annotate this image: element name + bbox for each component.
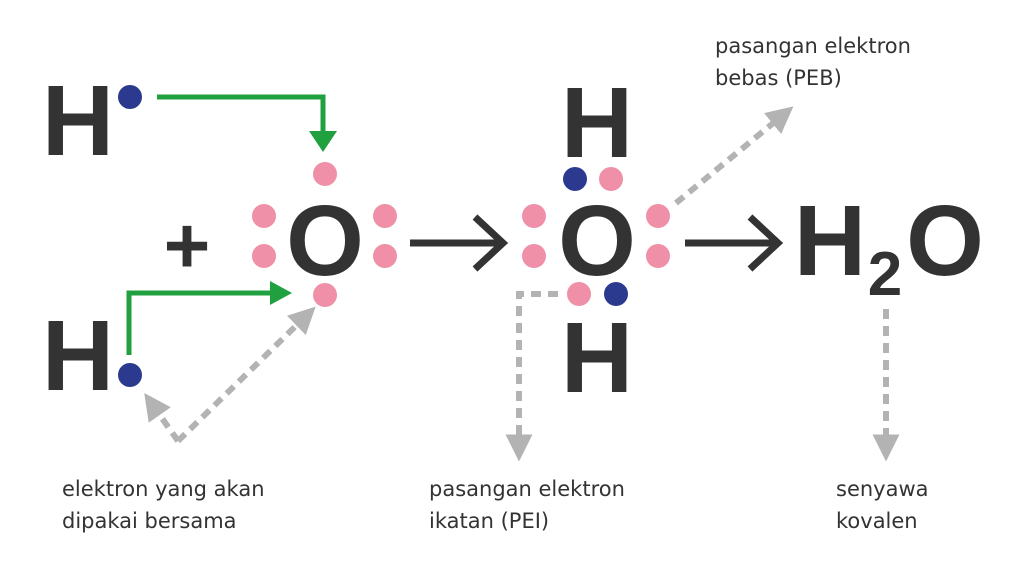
caption-pei: pasangan elektron ikatan (PEI) <box>429 473 625 537</box>
electron-bond-top-blue <box>563 167 587 191</box>
oxygen-atom-left: O <box>286 185 364 297</box>
dashed-arrow-peb <box>674 106 794 206</box>
dashed-arrow-shared-to-o <box>175 306 316 444</box>
hydrogen-atom-top: H <box>42 65 114 177</box>
hydrogen-atom-bottom: H <box>42 300 114 412</box>
green-arrow-top <box>157 94 326 133</box>
oxygen-atom-right: O <box>558 185 636 297</box>
caption-peb-line1: pasangan elektron <box>715 34 911 58</box>
formula-oxygen: O <box>906 185 984 297</box>
formula-subscript-2: 2 <box>868 240 902 309</box>
electron-o-left <box>252 244 276 268</box>
electron-o-left <box>373 244 397 268</box>
caption-covalent-line2: kovalen <box>836 509 918 533</box>
caption-shared-line1: elektron yang akan <box>62 477 265 501</box>
caption-shared-electrons: elektron yang akan dipakai bersama <box>62 473 265 537</box>
dashed-arrow-shared-to-h <box>144 392 181 443</box>
electron-o-right <box>522 244 546 268</box>
electron-o-left <box>313 283 337 307</box>
electron-bond-bottom-pink <box>567 282 591 306</box>
dashed-arrow-pei <box>505 291 558 462</box>
electron-o-left <box>313 162 337 186</box>
green-arrow-top-head <box>309 131 337 152</box>
hydrogen-atom-right-bottom: H <box>561 302 633 414</box>
electron-o-right <box>646 204 670 228</box>
green-arrow-bottom <box>126 290 272 355</box>
caption-covalent: senyawa kovalen <box>836 473 929 537</box>
caption-peb-line2: bebas (PEB) <box>715 66 842 90</box>
caption-peb: pasangan elektron bebas (PEB) <box>715 30 911 94</box>
electron-o-left <box>252 204 276 228</box>
reaction-arrow-1 <box>410 214 509 272</box>
electron-o-right <box>522 204 546 228</box>
plus-sign: + <box>164 201 211 290</box>
reaction-arrow-2 <box>685 214 784 272</box>
water-formula: H 2 O <box>794 185 984 309</box>
formula-hydrogen: H <box>794 185 866 297</box>
electron-o-right <box>646 244 670 268</box>
electron-bond-top-pink <box>599 167 623 191</box>
electron-h-top <box>118 85 142 109</box>
electron-o-left <box>373 204 397 228</box>
caption-shared-line2: dipakai bersama <box>62 509 237 533</box>
caption-covalent-line1: senyawa <box>836 477 929 501</box>
electron-h-bottom <box>118 363 142 387</box>
caption-pei-line1: pasangan elektron <box>429 477 625 501</box>
green-arrow-bottom-head <box>270 281 292 305</box>
caption-pei-line2: ikatan (PEI) <box>429 509 550 533</box>
hydrogen-atom-right-top: H <box>561 67 633 179</box>
electron-bond-bottom-blue <box>604 282 628 306</box>
electron-dots <box>118 85 670 387</box>
